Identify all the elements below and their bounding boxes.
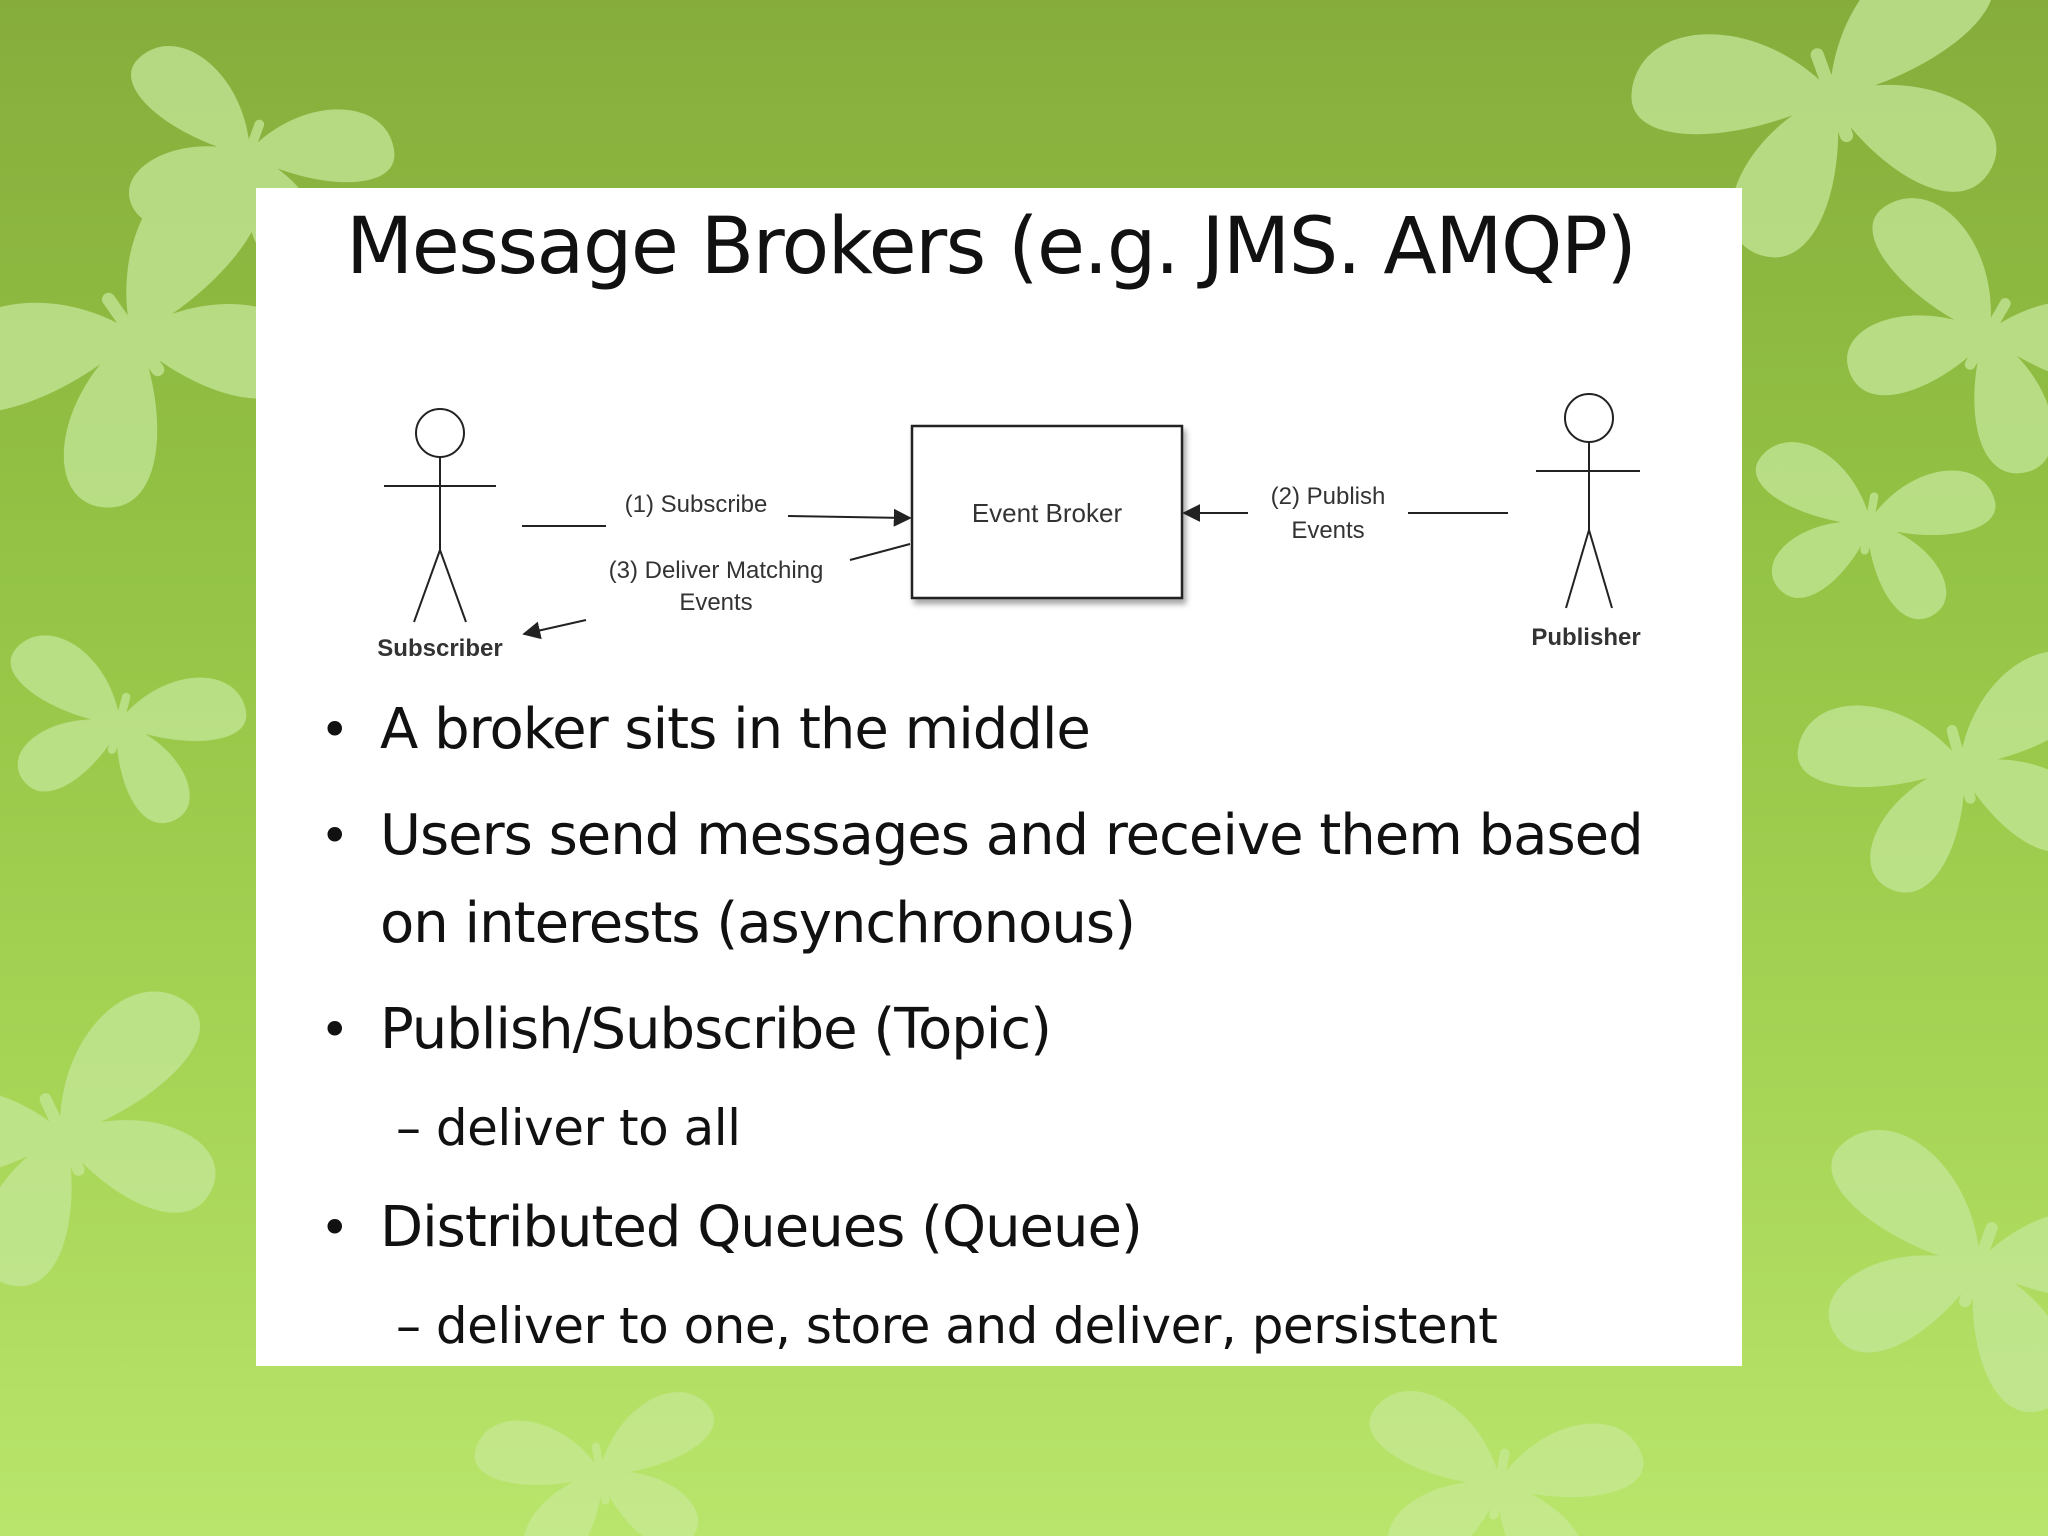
publish-label-line1: (2) Publish: [1271, 483, 1386, 510]
sub-bullet-text: – deliver to all: [396, 1099, 741, 1157]
deliver-line: [849, 543, 911, 561]
butterfly-icon: [1773, 1114, 2048, 1440]
bullet-text: Publish/Subscribe (Topic): [380, 997, 1052, 1062]
bullet-dot: •: [320, 701, 350, 759]
deliver-label-line1: (3) Deliver Matching: [609, 557, 824, 584]
butterfly-icon: [469, 1386, 736, 1536]
subscriber-figure: [384, 408, 496, 623]
subscribe-arrow: [787, 508, 912, 527]
subscribe-label: (1) Subscribe: [625, 491, 768, 518]
bullet-text: A broker sits in the middle: [380, 697, 1091, 762]
publisher-label: Publisher: [1531, 624, 1640, 651]
pubsub-diagram: Subscriber Publisher Event Broker (1) Su…: [377, 393, 1641, 662]
bullet-dot: •: [320, 1001, 350, 1059]
butterfly-icon: [1734, 436, 2001, 630]
event-broker-box: [910, 424, 1184, 600]
subscriber-label: Subscriber: [377, 635, 502, 662]
butterfly-icon: [1345, 1384, 1650, 1536]
butterfly-icon: [1797, 180, 2048, 508]
sub-bullet-text: – deliver to one, store and deliver, per…: [396, 1297, 1498, 1355]
deliver-label-line2: Events: [679, 589, 752, 616]
butterfly-icon: [1787, 640, 2048, 912]
event-broker-label: Event Broker: [972, 498, 1123, 528]
slide-title: Message Brokers (e.g. JMS. AMQP): [346, 202, 1637, 292]
publish-label-line2: Events: [1291, 517, 1364, 544]
bullet-dot: •: [320, 807, 350, 865]
bullet-text: Users send messages and receive them bas…: [380, 803, 1644, 868]
bullet-text: on interests (asynchronous): [380, 891, 1136, 956]
bullet-dot: •: [320, 1199, 350, 1257]
slide-card: Message Brokers (e.g. JMS. AMQP) Subscri…: [256, 188, 1742, 1366]
publisher-figure: [1536, 393, 1640, 609]
bullet-text: Distributed Queues (Queue): [380, 1195, 1143, 1260]
deliver-arrow: [522, 619, 587, 640]
butterfly-icon: [0, 974, 272, 1320]
butterfly-icon: [0, 626, 254, 838]
